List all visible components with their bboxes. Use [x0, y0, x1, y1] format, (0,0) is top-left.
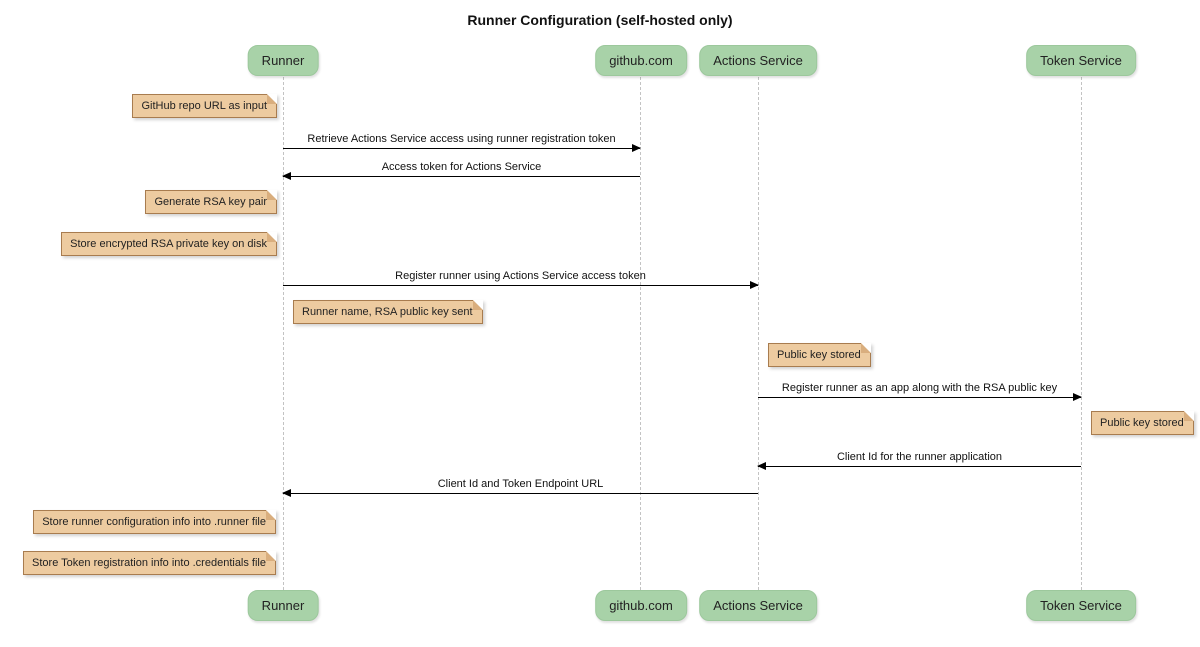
participant-token-service-bottom: Token Service: [1026, 590, 1136, 621]
message-client-id-token-endpoint: Client Id and Token Endpoint URL: [282, 477, 758, 497]
message-label: Register runner using Actions Service ac…: [395, 270, 646, 282]
participant-actions-service-bottom: Actions Service: [699, 590, 817, 621]
participant-runner-bottom: Runner: [247, 590, 319, 621]
lifeline-actions-service: [758, 77, 759, 590]
note-store-runner-file: Store runner configuration info into .ru…: [33, 510, 276, 534]
participant-actions-service-top: Actions Service: [699, 45, 817, 76]
message-retrieve-actions-access: Retrieve Actions Service access using ru…: [283, 132, 641, 152]
lifeline-runner: [283, 77, 284, 590]
note-github-repo-url: GitHub repo URL as input: [132, 94, 277, 118]
message-arrow: [757, 462, 1081, 470]
participant-runner-top: Runner: [247, 45, 319, 76]
note-public-key-stored-actions: Public key stored: [768, 343, 871, 367]
note-generate-rsa-key-pair: Generate RSA key pair: [145, 190, 277, 214]
participant-token-service-top: Token Service: [1026, 45, 1136, 76]
diagram-title: Runner Configuration (self-hosted only): [467, 12, 733, 28]
message-label: Client Id and Token Endpoint URL: [437, 478, 604, 490]
participant-github-bottom: github.com: [595, 590, 687, 621]
message-label: Retrieve Actions Service access using ru…: [307, 133, 616, 145]
message-label: Access token for Actions Service: [381, 161, 542, 173]
lifeline-token-service: [1081, 77, 1082, 590]
lifeline-github: [640, 77, 641, 590]
message-label: Register runner as an app along with the…: [781, 382, 1058, 394]
note-public-key-stored-token: Public key stored: [1091, 411, 1194, 435]
message-client-id-runner-app: Client Id for the runner application: [757, 450, 1081, 470]
message-register-runner-app: Register runner as an app along with the…: [758, 381, 1082, 401]
message-register-runner: Register runner using Actions Service ac…: [283, 269, 759, 289]
message-arrow: [758, 393, 1082, 401]
message-label: Client Id for the runner application: [836, 451, 1003, 463]
message-access-token: Access token for Actions Service: [282, 160, 640, 180]
message-arrow: [283, 281, 759, 289]
message-arrow: [282, 172, 640, 180]
note-runner-name-public-key-sent: Runner name, RSA public key sent: [293, 300, 483, 324]
message-arrow: [282, 489, 758, 497]
message-arrow: [283, 144, 641, 152]
note-store-credentials-file: Store Token registration info into .cred…: [23, 551, 276, 575]
note-store-encrypted-private-key: Store encrypted RSA private key on disk: [61, 232, 277, 256]
participant-github-top: github.com: [595, 45, 687, 76]
